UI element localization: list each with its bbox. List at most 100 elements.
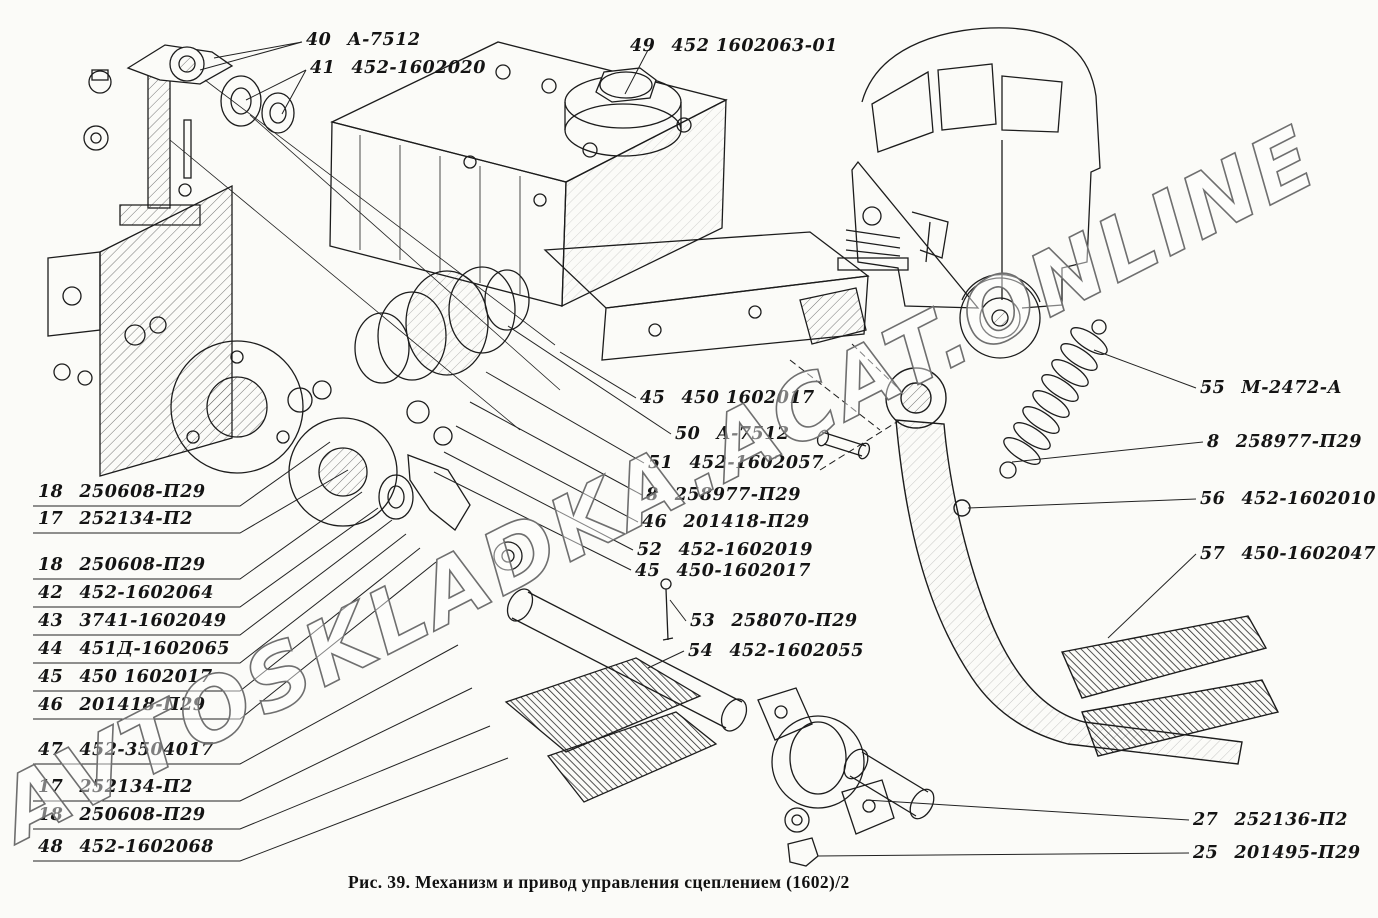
- part-number: 8: [646, 485, 659, 505]
- part-label: 46 201418-П29: [642, 512, 810, 532]
- part-label: 48 452-1602068: [38, 837, 214, 857]
- part-label: 17 252134-П2: [38, 509, 193, 529]
- part-code: 450-1602047: [1241, 544, 1376, 564]
- part-code: 452-1602019: [678, 540, 813, 560]
- part-label: 45 450 1602017: [38, 667, 213, 687]
- boot-bellows-drawing: [354, 266, 530, 384]
- part-number: 8: [1207, 432, 1220, 452]
- part-label: 51 452-1602057: [648, 453, 824, 473]
- part-code: 452 1602063-01: [671, 36, 838, 56]
- part-number: 18: [38, 805, 64, 825]
- part-label: 57 450-1602047: [1200, 544, 1376, 564]
- part-label: 52 452-1602019: [637, 540, 813, 560]
- part-code: 450 1602017: [79, 667, 213, 687]
- part-number: 44: [38, 639, 64, 659]
- part-label: 42 452-1602064: [38, 583, 214, 603]
- part-code: 201418-П29: [683, 512, 810, 532]
- part-code: 452-1602064: [79, 583, 214, 603]
- dashed-construction-lines: [789, 343, 901, 471]
- part-code: 250608-П29: [79, 805, 206, 825]
- part-code: А-7512: [716, 424, 790, 444]
- part-label: 25 201495-П29: [1193, 843, 1361, 863]
- part-code: 252136-П2: [1234, 810, 1348, 830]
- part-number: 18: [38, 555, 64, 575]
- part-code: 452-1602068: [79, 837, 214, 857]
- part-number: 27: [1193, 810, 1219, 830]
- part-label: 46 201418-П29: [38, 695, 206, 715]
- part-number: 55: [1200, 378, 1226, 398]
- part-code: 250608-П29: [79, 482, 206, 502]
- part-number: 43: [38, 611, 64, 631]
- leader-lines: [33, 41, 1204, 862]
- part-label: 43 3741-1602049: [38, 611, 227, 631]
- part-number: 56: [1200, 489, 1226, 509]
- part-label: 49 452 1602063-01: [630, 36, 838, 56]
- part-code: 452-3504017: [79, 740, 214, 760]
- part-number: 51: [648, 453, 674, 473]
- shaft-and-clamp-drawing: [506, 429, 935, 867]
- part-code: 201418-П29: [79, 695, 206, 715]
- part-code: А-7512: [347, 30, 421, 50]
- flange-drawing: [170, 340, 523, 571]
- part-number: 17: [38, 509, 64, 529]
- part-label: 27 252136-П2: [1193, 810, 1348, 830]
- part-label: 45 450 1602017: [640, 388, 815, 408]
- clutch-pedal-drawing: [885, 367, 1280, 765]
- part-code: 452-1602057: [689, 453, 824, 473]
- part-code: 258977-П29: [1235, 432, 1362, 452]
- part-label: 45 450-1602017: [635, 561, 811, 581]
- return-spring-drawing: [999, 319, 1108, 479]
- uaz-cab-drawing: [837, 27, 1101, 359]
- part-label: 53 258070-П29: [690, 611, 858, 631]
- clutch-housing-drawing: [329, 41, 728, 308]
- part-number: 46: [642, 512, 668, 532]
- pedal-pad-drawing: [504, 657, 718, 803]
- part-label: 8 258977-П29: [1207, 432, 1362, 452]
- part-number: 41: [310, 58, 336, 78]
- part-code: 258977-П29: [674, 485, 801, 505]
- part-number: 17: [38, 777, 64, 797]
- part-number: 42: [38, 583, 64, 603]
- part-label: 40 А-7512: [306, 30, 421, 50]
- part-code: 452-1602020: [351, 58, 486, 78]
- mounting-panel-drawing: [47, 184, 233, 477]
- part-label: 50 А-7512: [675, 424, 790, 444]
- part-code: 250608-П29: [79, 555, 206, 575]
- part-label: 44 451Д-1602065: [38, 639, 230, 659]
- part-code: 3741-1602049: [79, 611, 227, 631]
- part-number: 45: [38, 667, 64, 687]
- part-number: 53: [690, 611, 716, 631]
- part-code: 252134-П2: [79, 509, 193, 529]
- part-code: 201495-П29: [1234, 843, 1361, 863]
- part-label: 47 452-3504017: [38, 740, 214, 760]
- part-label: 17 252134-П2: [38, 777, 193, 797]
- part-number: 54: [688, 641, 714, 661]
- part-code: 252134-П2: [79, 777, 193, 797]
- part-label: 18 250608-П29: [38, 805, 206, 825]
- part-label: 55 М-2472-А: [1200, 378, 1342, 398]
- part-number: 57: [1200, 544, 1226, 564]
- part-number: 18: [38, 482, 64, 502]
- part-code: 450 1602017: [681, 388, 815, 408]
- part-number: 48: [38, 837, 64, 857]
- part-number: 46: [38, 695, 64, 715]
- part-code: 452-1602010: [1241, 489, 1376, 509]
- part-number: 49: [630, 36, 656, 56]
- part-number: 25: [1193, 843, 1219, 863]
- part-label: 54 452-1602055: [688, 641, 864, 661]
- part-number: 40: [306, 30, 332, 50]
- part-number: 50: [675, 424, 701, 444]
- part-code: М-2472-А: [1241, 378, 1343, 398]
- part-label: 56 452-1602010: [1200, 489, 1376, 509]
- part-number: 52: [637, 540, 663, 560]
- part-number: 45: [635, 561, 661, 581]
- part-code: 258070-П29: [731, 611, 858, 631]
- part-label: 41 452-1602020: [310, 58, 486, 78]
- part-number: 47: [38, 740, 64, 760]
- part-code: 450-1602017: [676, 561, 811, 581]
- part-label: 18 250608-П29: [38, 482, 206, 502]
- part-code: 452-1602055: [729, 641, 864, 661]
- part-label: 8 258977-П29: [646, 485, 801, 505]
